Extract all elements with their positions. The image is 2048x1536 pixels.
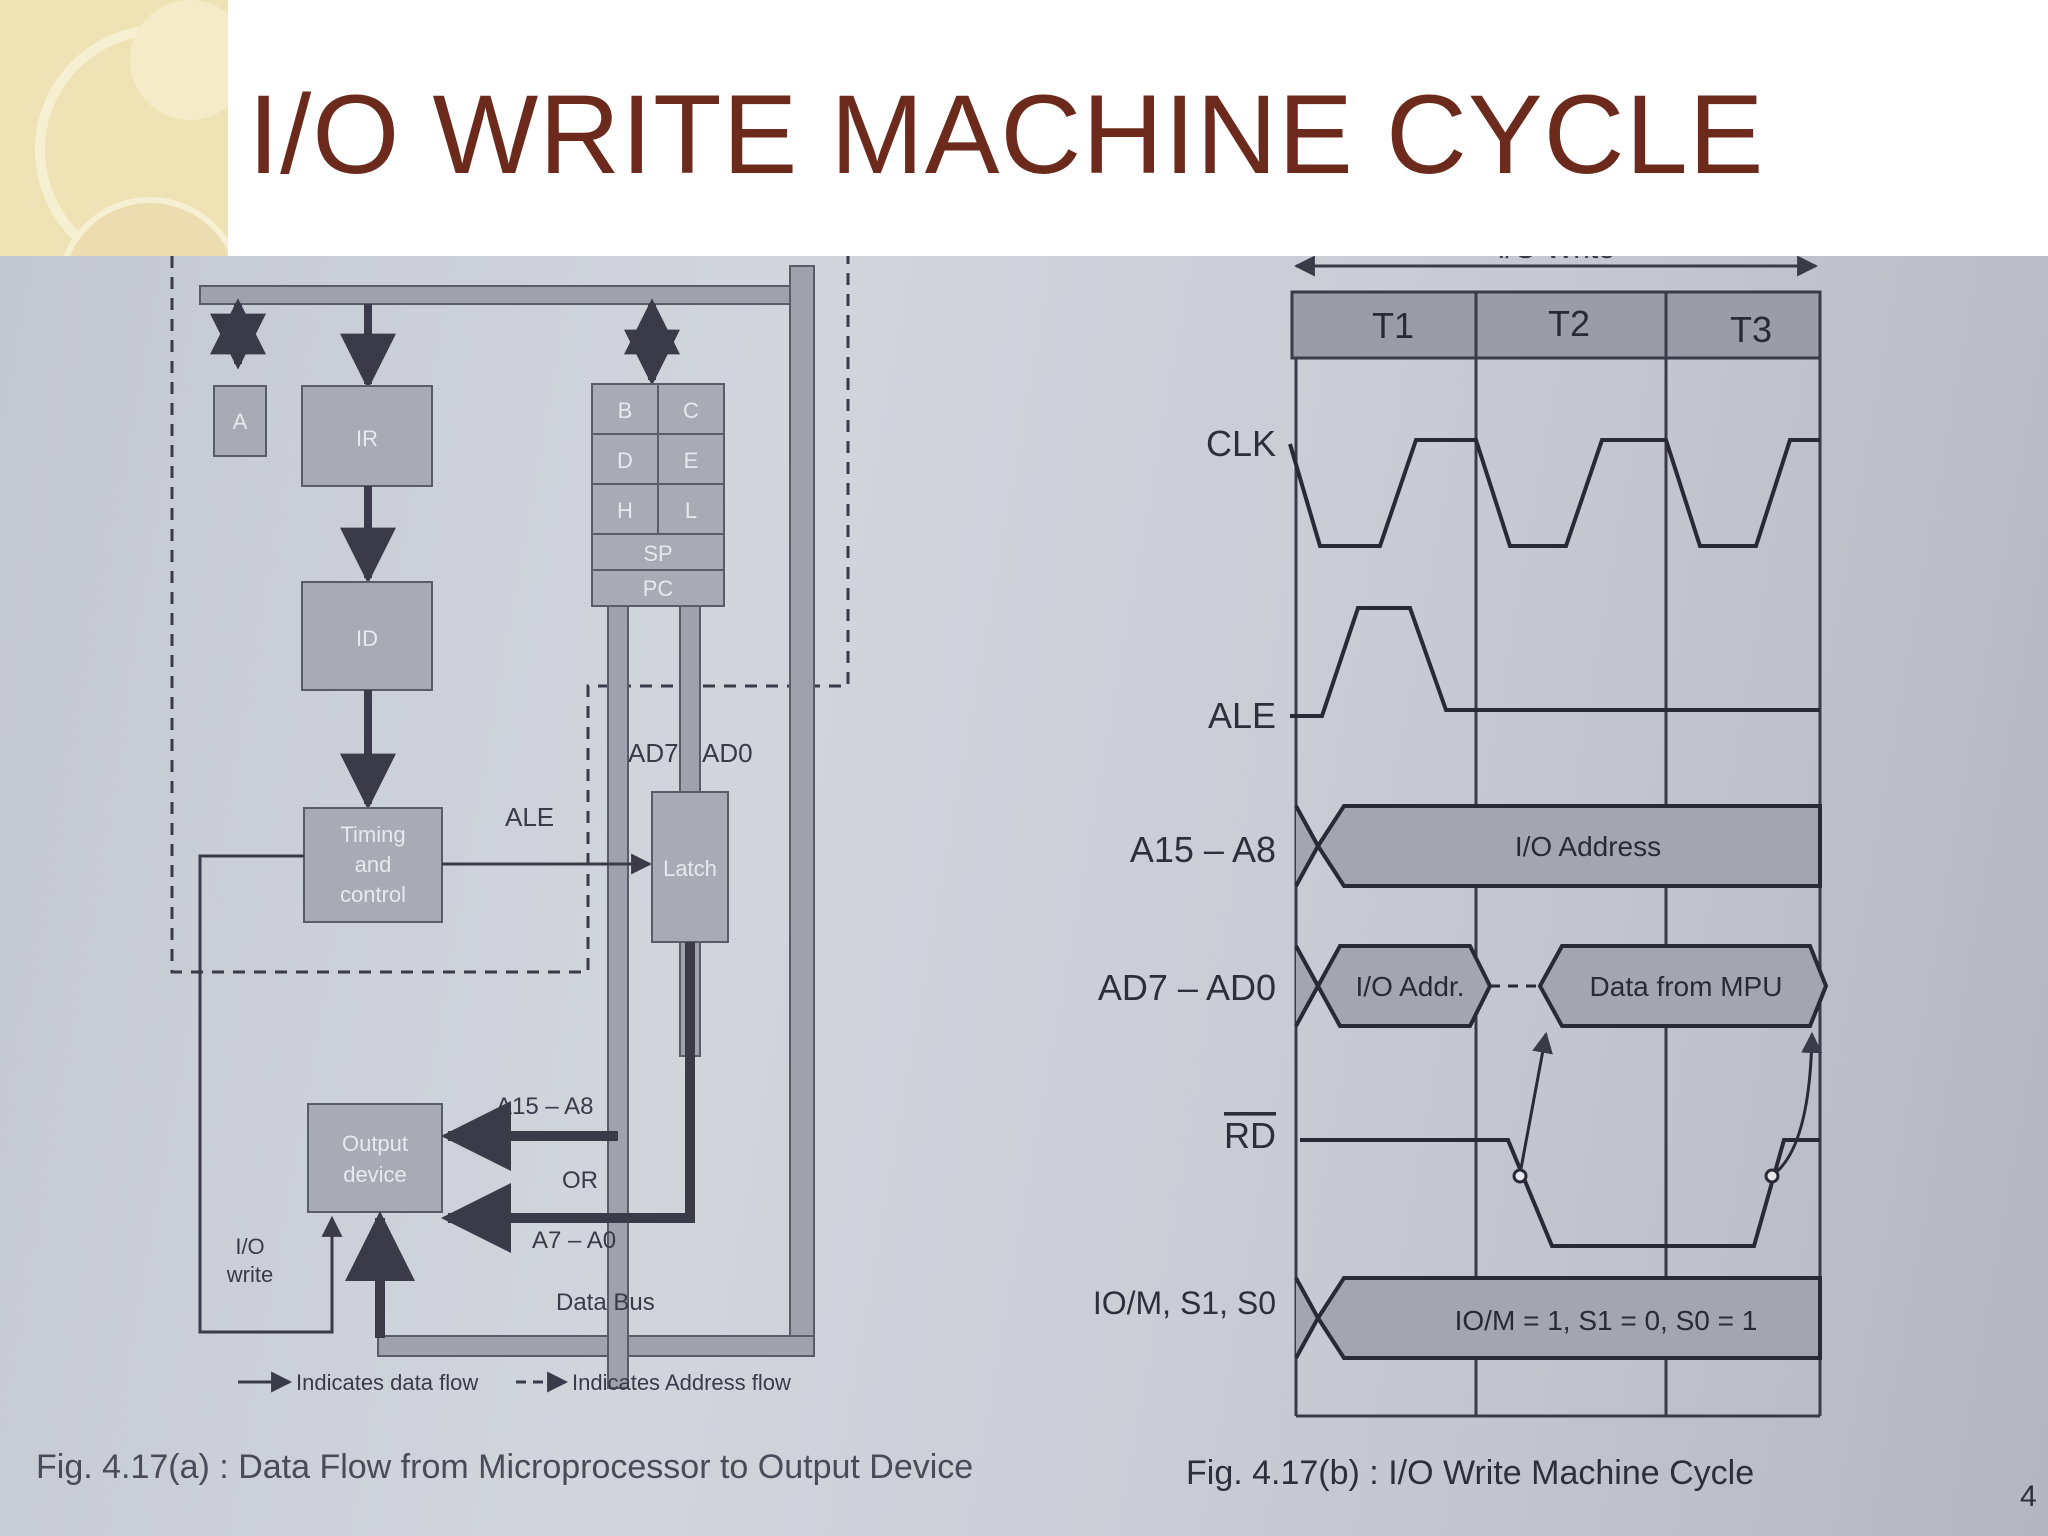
io-write-label-2: write (226, 1262, 273, 1287)
io-address-label: I/O Address (1515, 831, 1661, 862)
register-h: H (617, 498, 633, 523)
rd-to-data-arrow-2 (1773, 1031, 1823, 1176)
register-l: L (685, 498, 697, 523)
iom-status-bus (1294, 1276, 1822, 1360)
or-label: OR (562, 1167, 598, 1194)
output-device-block (307, 1103, 443, 1213)
timing-label-3: control (340, 882, 406, 907)
timing-label-2: and (355, 852, 392, 877)
state-t2: T2 (1548, 303, 1590, 344)
cpu-boundary (170, 256, 850, 974)
data-bus-bottom (377, 1335, 815, 1357)
clk-waveform (1288, 438, 1820, 548)
bus-right-vertical (789, 265, 815, 1357)
t-states-band (1290, 290, 1822, 360)
corner-ornament (0, 0, 228, 256)
io-write-label-1: I/O (235, 1234, 264, 1259)
register-b: B (618, 398, 633, 423)
a7-a0-arrow (441, 942, 695, 1253)
a15-a8-label: A15 – A8 (496, 1093, 593, 1120)
header-label: I/O Write (1497, 256, 1615, 265)
timing-control-block (303, 807, 443, 923)
data-from-mpu-label: Data from MPU (1590, 971, 1783, 1002)
status-label: IO/M = 1, S1 = 0, S0 = 1 (1455, 1305, 1758, 1336)
fig-a-data-flow: A IR ID Timing and control B C D E H L S… (36, 256, 973, 1486)
accumulator-label: A (233, 409, 248, 434)
register-c: C (683, 398, 699, 423)
register-file: B C D E H L SP PC (591, 383, 725, 607)
ir-block (301, 385, 433, 487)
a7-a0-label: A7 – A0 (532, 1227, 616, 1254)
latch-label: Latch (663, 856, 717, 881)
ad7-ad0-data-segment (1537, 944, 1829, 1028)
fig-b-timing-diagram: I/O Write T1 T2 T3 CLK ALE A15 – A8 AD7 … (1093, 256, 2037, 1513)
fig-b-caption: Fig. 4.17(b) : I/O Write Machine Cycle (1186, 1454, 1754, 1492)
state-t3: T3 (1730, 309, 1772, 350)
data-bus-label: Data Bus (556, 1289, 655, 1316)
register-e: E (684, 448, 699, 473)
signal-iom: IO/M, S1, S0 (1093, 1285, 1276, 1321)
internal-bus (199, 285, 791, 305)
fig-a-caption: Fig. 4.17(a) : Data Flow from Microproce… (36, 1448, 973, 1486)
a15-a8-bus (1294, 804, 1822, 888)
ad0-label: AD0 (702, 738, 753, 768)
id-block (301, 581, 433, 691)
signal-ale: ALE (1208, 695, 1276, 736)
accumulator-block (213, 385, 267, 457)
io-addr-label: I/O Addr. (1356, 971, 1465, 1002)
io-write-line (198, 854, 343, 1334)
id-label: ID (356, 626, 378, 651)
legend-address-flow: Indicates Address flow (572, 1370, 791, 1395)
a15-a8-line (607, 605, 629, 1389)
rd-to-data-arrow-1 (1518, 1031, 1553, 1175)
register-d: D (617, 448, 633, 473)
output-label-1: Output (342, 1131, 408, 1156)
ale-waveform (1290, 606, 1820, 718)
timing-label-1: Timing (340, 822, 405, 847)
signal-rd: RD (1224, 1115, 1276, 1156)
register-sp: SP (643, 541, 672, 566)
register-pc: PC (643, 576, 674, 601)
ad7-label: AD7 (628, 738, 679, 768)
signal-ad7-ad0: AD7 – AD0 (1098, 967, 1276, 1008)
textbook-photo: A IR ID Timing and control B C D E H L S… (0, 256, 2048, 1536)
page-number: 4 (2020, 1480, 2037, 1513)
legend-data-flow: Indicates data flow (296, 1370, 478, 1395)
signal-clk: CLK (1206, 423, 1276, 464)
output-label-2: device (343, 1162, 407, 1187)
state-t1: T1 (1372, 305, 1414, 346)
slide-title: I/O WRITE MACHINE CYCLE (248, 72, 1765, 197)
rd-edge-marker-2 (1764, 1168, 1780, 1184)
ale-label: ALE (505, 802, 554, 832)
diagram-canvas: A IR ID Timing and control B C D E H L S… (36, 256, 2037, 1513)
signal-a15-a8: A15 – A8 (1130, 829, 1276, 870)
rd-waveform (1300, 1138, 1820, 1248)
ir-label: IR (356, 426, 378, 451)
rd-edge-marker-1 (1512, 1168, 1528, 1184)
